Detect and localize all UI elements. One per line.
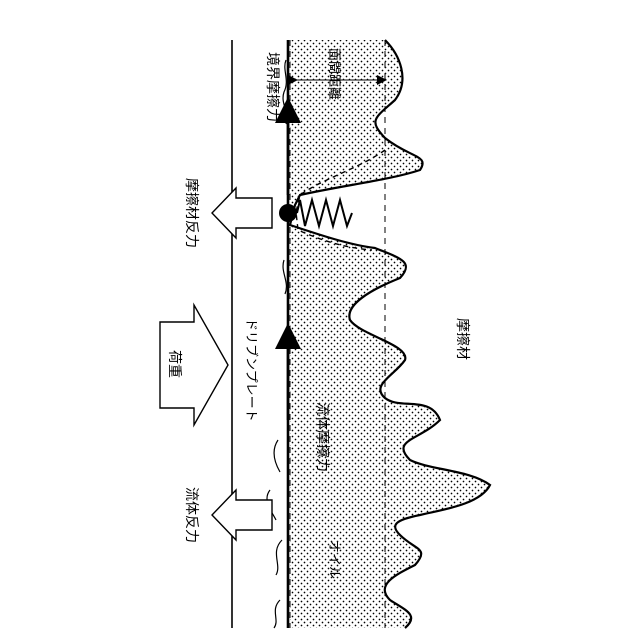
surface-distance-label: 面間距離 <box>326 48 341 100</box>
spring-icon <box>297 200 352 226</box>
load-label: 荷重 <box>166 350 182 378</box>
plate-roughness <box>267 60 287 628</box>
friction-material-reaction-label: 摩擦材反力 <box>183 178 200 248</box>
contact-point-icon <box>279 204 297 222</box>
friction-material-reaction-arrow-icon <box>212 188 272 238</box>
drive-plate-label: ドリブンプレート <box>243 318 259 422</box>
oil-label: オイル <box>326 540 341 579</box>
fluid-friction-label: 流体摩擦力 <box>314 402 331 472</box>
fluid-reaction-label: 流体反力 <box>183 487 199 543</box>
friction-material-label: 摩擦材 <box>454 318 471 360</box>
boundary-friction-label: 境界摩擦力 <box>264 52 281 122</box>
fluid-reaction-arrow-icon <box>212 490 272 540</box>
